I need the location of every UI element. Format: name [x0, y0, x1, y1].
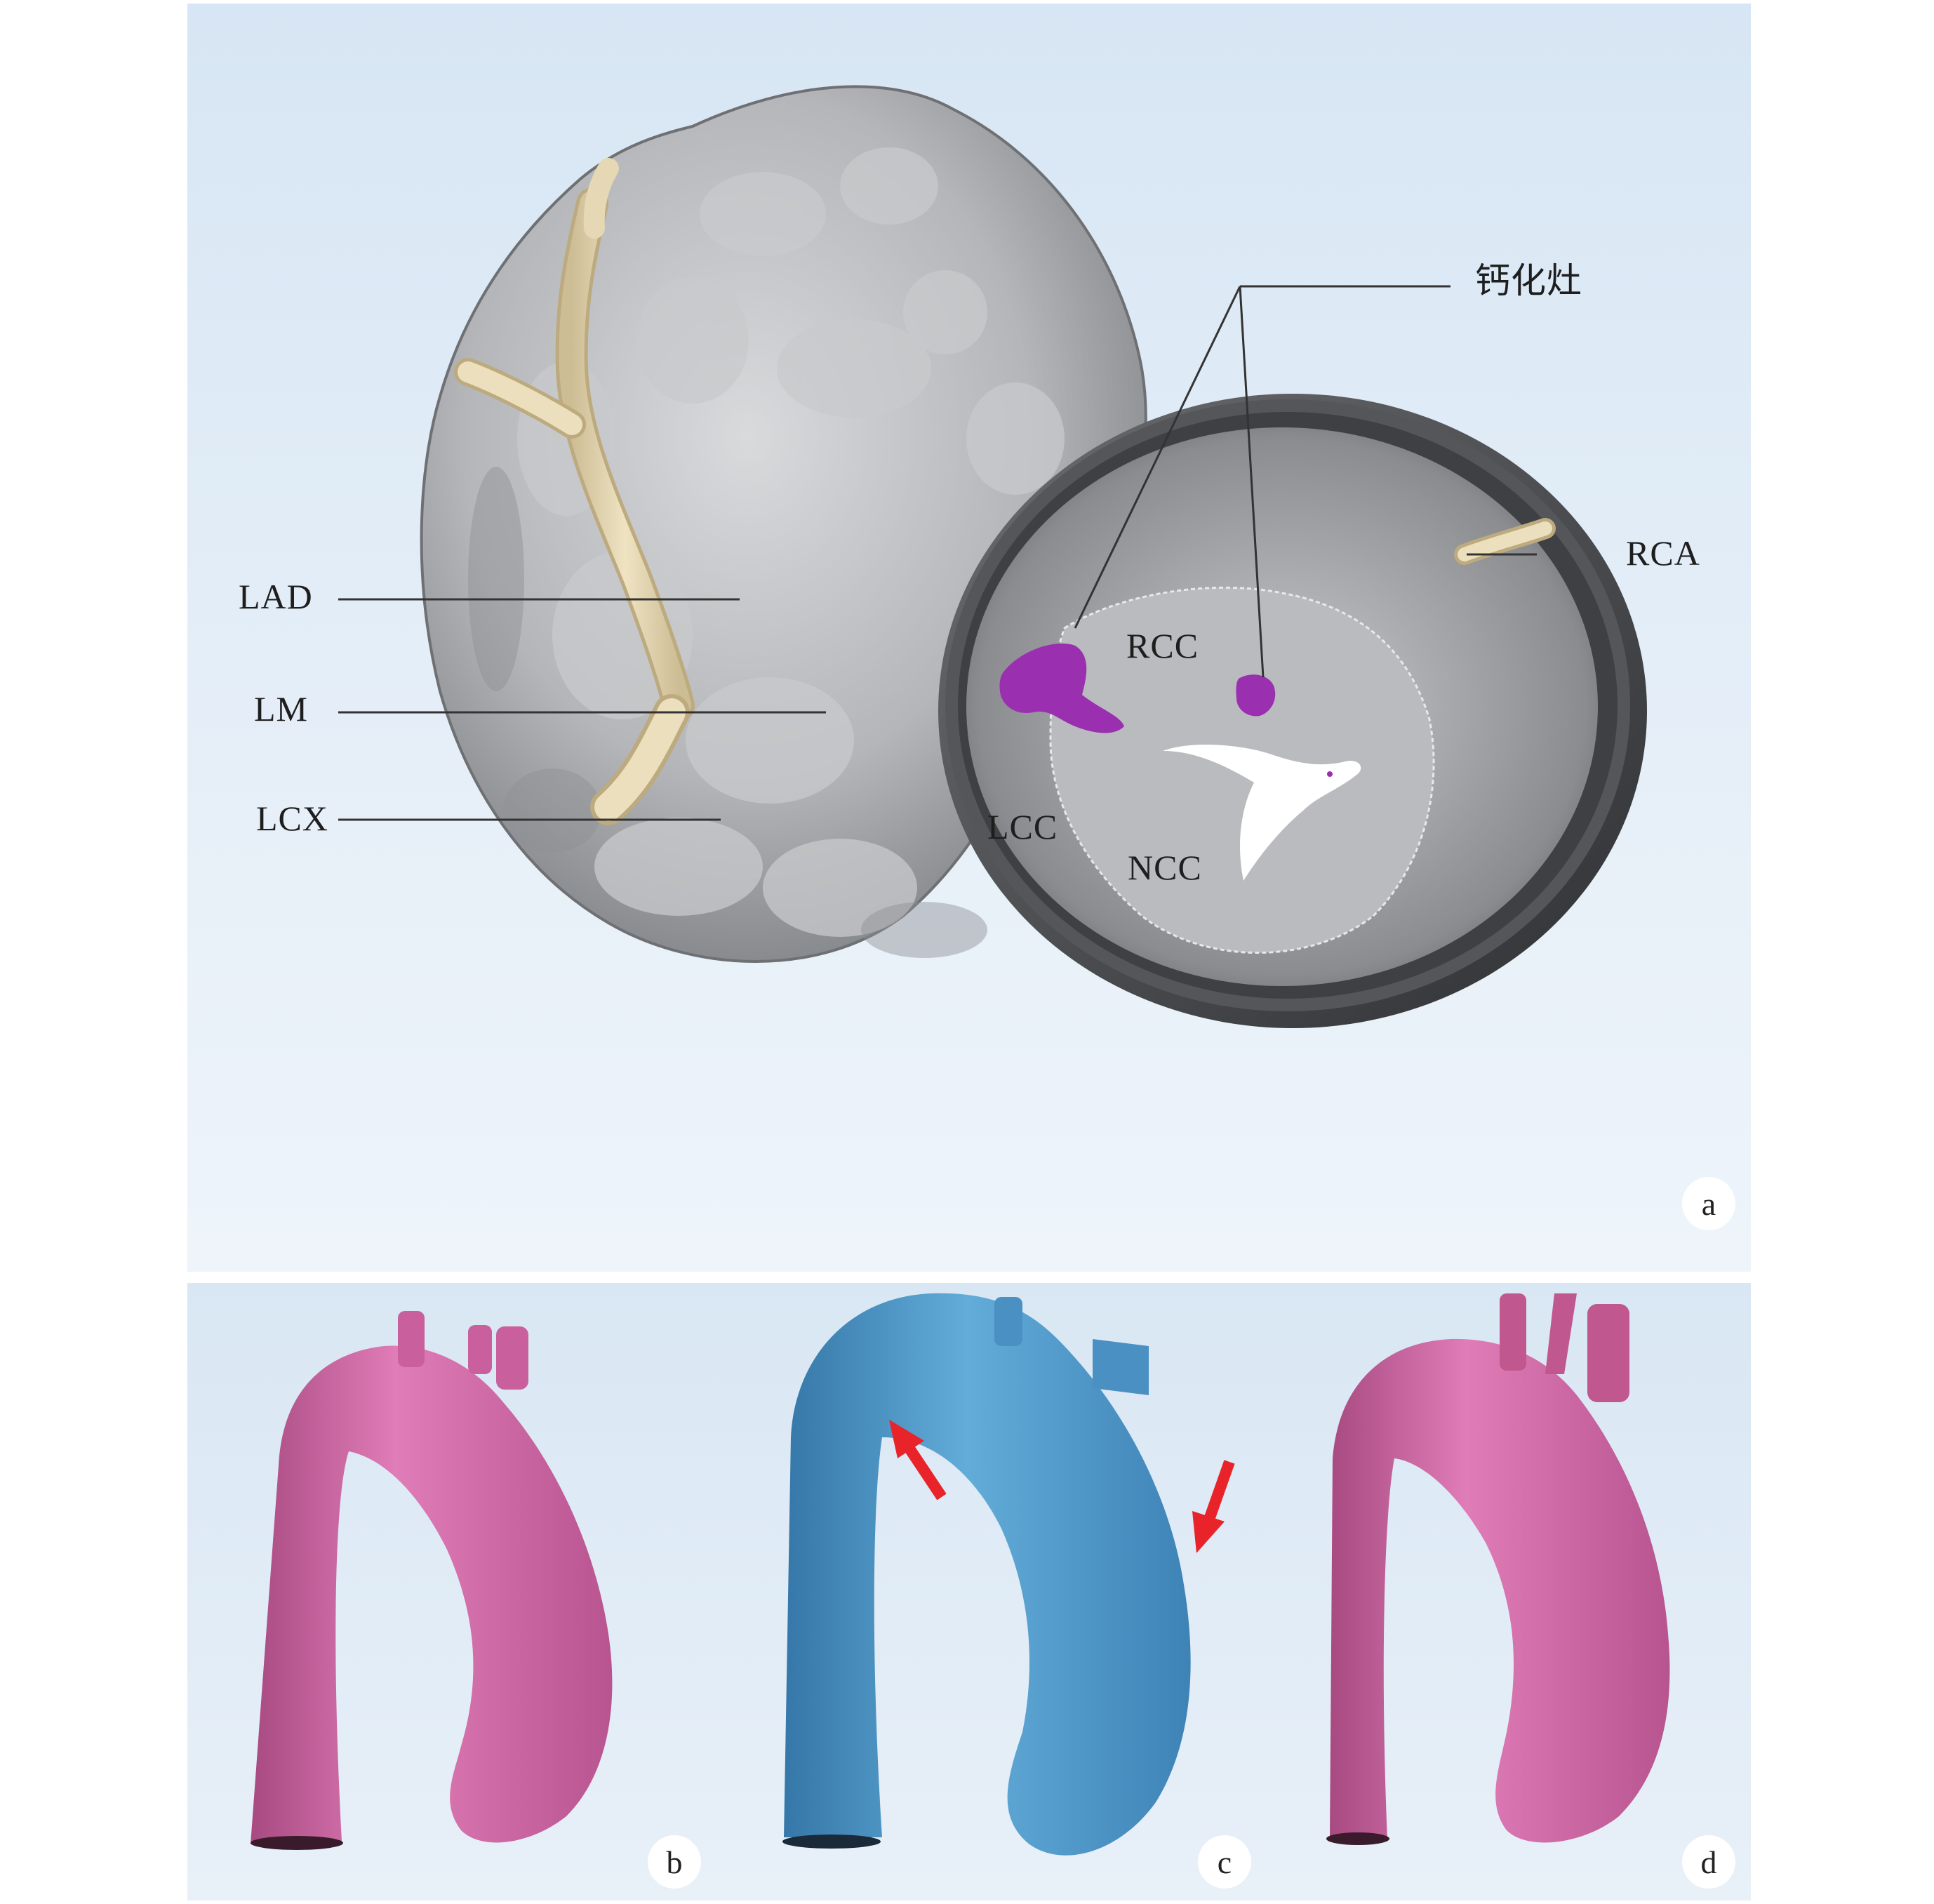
label-lcx: LCX — [256, 799, 328, 838]
panel-letter-a: a — [1682, 1177, 1735, 1230]
label-lcc: LCC — [987, 807, 1058, 846]
red-arrow-left — [889, 1420, 947, 1500]
panel-bcd-aorta-models: b c d — [187, 1283, 1751, 1900]
label-lm: LM — [254, 689, 308, 728]
panel-letter-b: b — [648, 1835, 701, 1889]
panel-letter-c: c — [1198, 1835, 1251, 1889]
label-rca: RCA — [1626, 533, 1700, 573]
panel-a-heart-model: LAD LM LCX RCA RCC LCC NCC 钙化灶 a — [187, 4, 1751, 1272]
heart-3d-model — [338, 85, 1647, 1028]
panel-letter-d: d — [1682, 1835, 1735, 1889]
label-calcification: 钙化灶 — [1475, 260, 1582, 301]
leader-lines — [338, 285, 1537, 821]
label-rcc: RCC — [1126, 626, 1199, 665]
calcification-left — [999, 643, 1124, 733]
label-lad: LAD — [239, 577, 313, 616]
aorta-model-c — [782, 1293, 1235, 1856]
red-arrow-right — [1192, 1460, 1235, 1553]
panel-divider — [187, 1272, 1751, 1283]
aorta-model-d — [1326, 1293, 1670, 1845]
aorta-model-b — [251, 1311, 613, 1850]
calcification-right — [1236, 674, 1276, 717]
valve-orifice — [1163, 744, 1361, 881]
label-ncc: NCC — [1128, 848, 1202, 887]
